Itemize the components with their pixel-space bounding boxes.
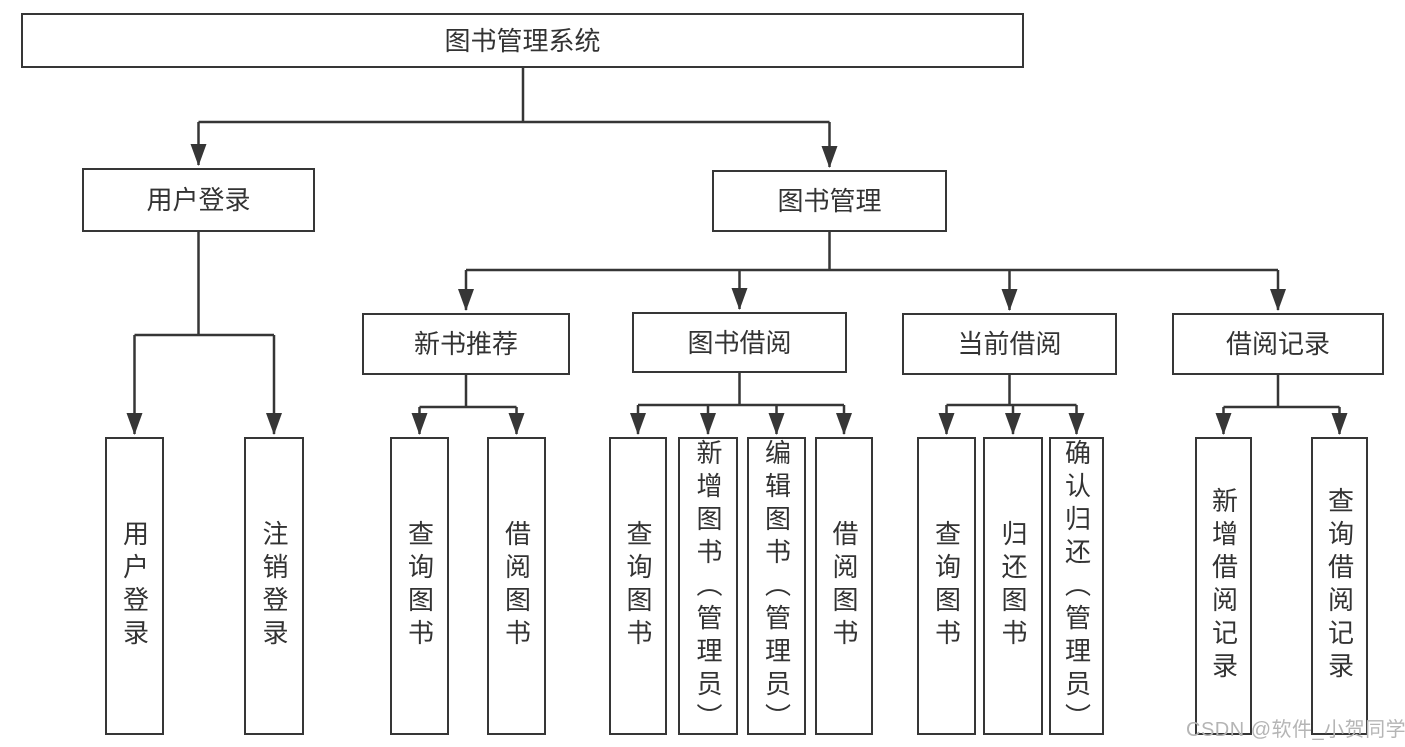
leaf-borrow-edit-books-admin: 编辑图书（管理员） <box>747 437 806 736</box>
leaf-user-login: 用户登录 <box>105 437 164 735</box>
connector-trunks <box>134 68 1340 409</box>
leaf-current-query-books: 查询图书 <box>917 437 976 735</box>
node-new-book-recommend: 新书推荐 <box>362 313 570 375</box>
node-user-login: 用户登录 <box>82 168 315 232</box>
node-borrow-records: 借阅记录 <box>1172 313 1384 375</box>
leaf-records-query-borrow-record: 查询借阅记录 <box>1311 437 1368 735</box>
leaf-newbooks-query-books: 查询图书 <box>390 437 449 735</box>
node-book-borrow: 图书借阅 <box>632 312 847 373</box>
leaf-borrow-add-books-admin: 新增图书（管理员） <box>678 437 738 736</box>
leaf-current-return-books: 归还图书 <box>983 437 1043 735</box>
leaf-borrow-borrow-books: 借阅图书 <box>815 437 873 735</box>
leaf-logout: 注销登录 <box>244 437 304 735</box>
leaf-current-confirm-return-admin: 确认归还（管理员） <box>1049 437 1104 736</box>
node-current-borrow: 当前借阅 <box>902 313 1117 375</box>
csdn-watermark: CSDN @软件_小贺同学 <box>1186 719 1405 741</box>
leaf-borrow-query-books: 查询图书 <box>609 437 667 735</box>
leaf-records-add-borrow-record: 新增借阅记录 <box>1195 437 1252 735</box>
node-library-management-system: 图书管理系统 <box>21 13 1024 68</box>
node-book-management: 图书管理 <box>712 170 947 232</box>
leaf-newbooks-borrow-books: 借阅图书 <box>487 437 546 735</box>
connector-arrows <box>126 122 1348 435</box>
